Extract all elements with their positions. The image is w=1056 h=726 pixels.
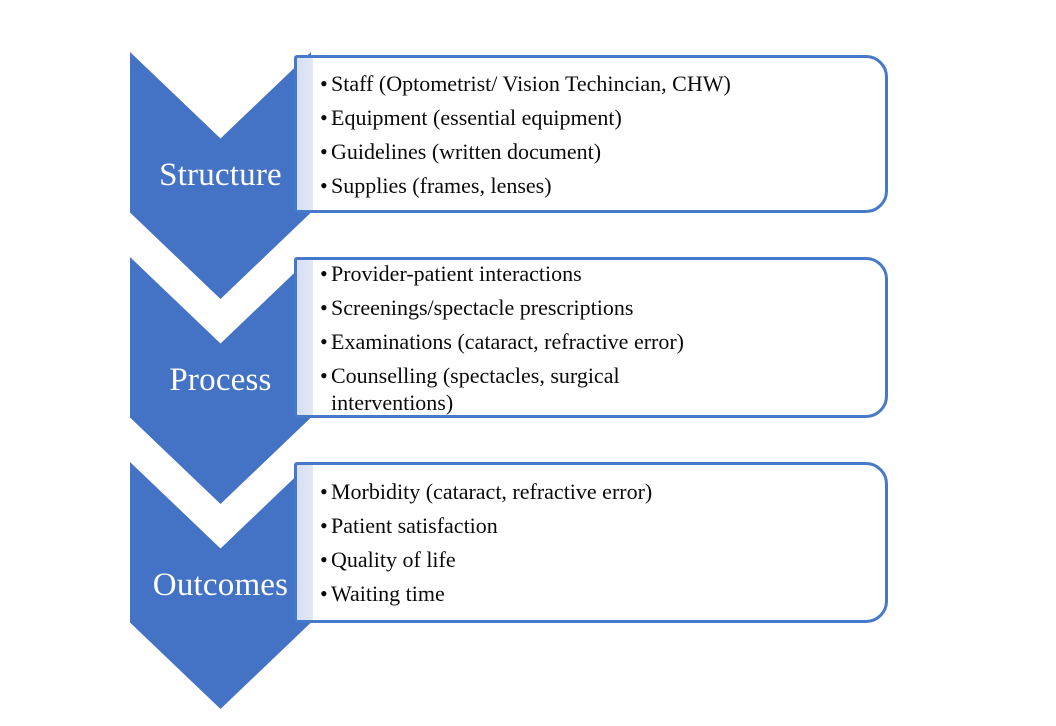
bullet-text: Morbidity (cataract, refractive error) [331, 479, 653, 504]
bullet-item: • Supplies (frames, lenses) [320, 172, 821, 199]
bullet-icon: • [320, 328, 328, 354]
bullet-text: Patient satisfaction [331, 513, 498, 538]
bullet-text: Screenings/spectacle prescriptions [331, 294, 634, 320]
stage-label-structure: Structure [159, 156, 282, 193]
bullet-item: • Guidelines (written document) [320, 138, 821, 165]
box-left-band [297, 465, 313, 620]
detail-box-structure: • Staff (Optometrist/ Vision Techincian,… [294, 55, 888, 213]
bullet-item: • Morbidity (cataract, refractive error) [320, 478, 821, 505]
bullet-icon: • [320, 513, 328, 538]
bullet-icon: • [320, 294, 328, 320]
bullet-icon: • [320, 547, 328, 572]
bullet-text: Equipment (essential equipment) [331, 104, 622, 130]
bullet-text: Provider-patient interactions [331, 260, 582, 286]
bullet-text: Waiting time [331, 581, 445, 606]
bullet-text: Examinations (cataract, refractive error… [331, 328, 685, 354]
detail-box-process: • Provider-patient interactions • Screen… [294, 257, 888, 418]
bullet-item: • Examinations (cataract, refractive err… [320, 328, 821, 355]
box-left-band [297, 58, 313, 210]
chevron-arrow-structure: Structure [130, 52, 311, 299]
bullet-item: • Counselling (spectacles, surgical inte… [320, 362, 821, 416]
bullet-item: • Equipment (essential equipment) [320, 104, 821, 131]
bullet-icon: • [320, 260, 328, 286]
bullet-icon: • [320, 172, 328, 198]
bullet-item: • Provider-patient interactions [320, 260, 821, 287]
bullet-text: Guidelines (written document) [331, 138, 602, 164]
bullet-text: Quality of life [331, 547, 456, 572]
bullet-text: Staff (Optometrist/ Vision Techincian, C… [331, 70, 731, 96]
bullet-text: Supplies (frames, lenses) [331, 172, 552, 198]
bullet-icon: • [320, 104, 328, 130]
bullet-icon: • [320, 362, 328, 388]
detail-box-outcomes: • Morbidity (cataract, refractive error)… [294, 462, 888, 623]
stage-label-outcomes: Outcomes [152, 566, 289, 603]
bullet-icon: • [320, 581, 328, 606]
bullet-list-structure: • Staff (Optometrist/ Vision Techincian,… [313, 58, 885, 210]
bullet-list-process: • Provider-patient interactions • Screen… [313, 260, 885, 415]
bullet-icon: • [320, 138, 328, 164]
bullet-list-outcomes: • Morbidity (cataract, refractive error)… [313, 465, 885, 620]
bullet-icon: • [320, 479, 328, 504]
bullet-item: • Screenings/spectacle prescriptions [320, 294, 821, 321]
bullet-item: • Quality of life [320, 546, 821, 573]
bullet-text: Counselling (spectacles, surgical interv… [331, 362, 620, 415]
bullet-item: • Patient satisfaction [320, 512, 821, 539]
bullet-item: • Staff (Optometrist/ Vision Techincian,… [320, 70, 821, 97]
box-left-band [297, 260, 313, 415]
bullet-icon: • [320, 70, 328, 96]
bullet-item: • Waiting time [320, 580, 821, 607]
stage-label-process: Process [169, 361, 272, 398]
